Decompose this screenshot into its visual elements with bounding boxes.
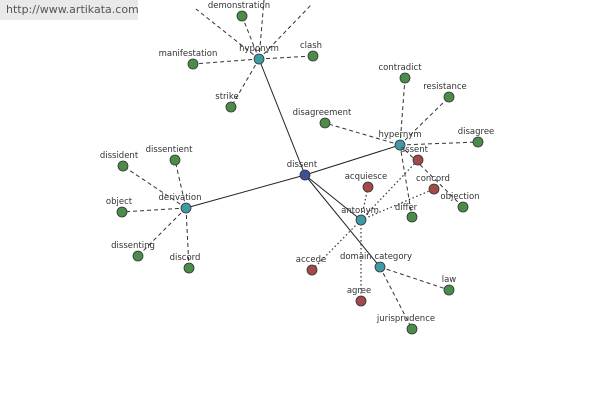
node-label-resistance[interactable]: resistance bbox=[423, 82, 467, 92]
edge-hyponym-demonstration bbox=[241, 15, 260, 60]
node-label-concord[interactable]: concord bbox=[416, 174, 450, 184]
node-object[interactable] bbox=[116, 206, 128, 218]
node-label-dissenting[interactable]: dissenting bbox=[111, 241, 155, 251]
edge-derivation-object bbox=[121, 207, 187, 213]
node-label-accede[interactable]: accede bbox=[296, 255, 326, 265]
node-label-agree[interactable]: agree bbox=[347, 286, 371, 296]
edge-domain-category-jurisprudence bbox=[379, 266, 413, 330]
edge-hyponym-top-right-stub bbox=[258, 4, 312, 60]
node-jurisprudence[interactable] bbox=[406, 323, 418, 335]
node-label-dissent[interactable]: dissent bbox=[287, 160, 318, 170]
node-discord[interactable] bbox=[183, 262, 195, 274]
node-label-hyponym[interactable]: hyponym bbox=[239, 44, 279, 54]
edge-dissent-antonym bbox=[304, 174, 362, 221]
edge-dissent-hypernym bbox=[304, 144, 401, 176]
edge-antonym-concord bbox=[360, 188, 435, 221]
node-clash[interactable] bbox=[307, 50, 319, 62]
node-label-derivation[interactable]: derivation bbox=[158, 193, 201, 203]
edge-derivation-dissenting bbox=[137, 207, 187, 257]
edge-hypernym-objection bbox=[399, 144, 464, 208]
node-label-object[interactable]: object bbox=[106, 197, 133, 207]
edge-derivation-dissentient bbox=[174, 159, 187, 209]
edge-hypernym-disagreement bbox=[324, 122, 401, 146]
edge-dissent-derivation bbox=[185, 174, 306, 209]
node-label-contradict[interactable]: contradict bbox=[378, 63, 422, 73]
edge-hypernym-resistance bbox=[399, 96, 450, 146]
node-label-disagreement[interactable]: disagreement bbox=[293, 108, 352, 118]
edge-derivation-dissident bbox=[122, 165, 187, 209]
node-domain-category[interactable] bbox=[374, 261, 386, 273]
edge-hyponym-clash bbox=[258, 55, 314, 60]
edge-antonym-assent bbox=[360, 159, 419, 221]
node-label-dissident[interactable]: dissident bbox=[100, 151, 139, 161]
node-assent[interactable] bbox=[412, 154, 424, 166]
edge-hypernym-disagree bbox=[399, 141, 479, 146]
node-acquiesce[interactable] bbox=[362, 181, 374, 193]
node-label-manifestation[interactable]: manifestation bbox=[159, 49, 218, 59]
node-label-hypernym[interactable]: hypernym bbox=[378, 130, 421, 140]
node-resistance[interactable] bbox=[443, 91, 455, 103]
edge-dissent-hyponym bbox=[258, 58, 306, 176]
node-dissentient[interactable] bbox=[169, 154, 181, 166]
node-contradict[interactable] bbox=[399, 72, 411, 84]
edge-hyponym-top-mid-stub bbox=[258, 0, 265, 60]
node-law[interactable] bbox=[443, 284, 455, 296]
node-dissenting[interactable] bbox=[132, 250, 144, 262]
node-label-discord[interactable]: discord bbox=[170, 253, 201, 263]
node-differ[interactable] bbox=[406, 211, 418, 223]
node-agree[interactable] bbox=[355, 295, 367, 307]
node-strike[interactable] bbox=[225, 101, 237, 113]
watermark-url: http://www.artikata.com bbox=[0, 0, 139, 20]
node-label-law[interactable]: law bbox=[442, 275, 457, 285]
node-demonstration[interactable] bbox=[236, 10, 248, 22]
edge-derivation-discord bbox=[185, 207, 190, 269]
edge-antonym-acquiesce bbox=[360, 186, 369, 221]
edge-hyponym-strike bbox=[230, 58, 260, 108]
edge-domain-category-law bbox=[379, 266, 450, 291]
edge-hypernym-differ bbox=[399, 144, 413, 218]
node-label-domain-category[interactable]: domain category bbox=[340, 252, 412, 262]
node-label-objection[interactable]: objection bbox=[440, 192, 479, 202]
node-derivation[interactable] bbox=[180, 202, 192, 214]
node-dissident[interactable] bbox=[117, 160, 129, 172]
node-label-disagree[interactable]: disagree bbox=[458, 127, 495, 137]
nodes-layer bbox=[116, 10, 484, 335]
node-objection[interactable] bbox=[457, 201, 469, 213]
node-label-acquiesce[interactable]: acquiesce bbox=[345, 172, 388, 182]
node-disagreement[interactable] bbox=[319, 117, 331, 129]
labels-layer: dissent hyponym hypernym derivation antonym d… bbox=[100, 1, 494, 324]
node-label-strike[interactable]: strike bbox=[215, 92, 238, 102]
node-antonym[interactable] bbox=[355, 214, 367, 226]
node-label-clash[interactable]: clash bbox=[300, 41, 322, 51]
edge-hyponym-manifestation bbox=[192, 58, 260, 65]
node-manifestation[interactable] bbox=[187, 58, 199, 70]
node-label-dissentient[interactable]: dissentient bbox=[146, 145, 194, 155]
node-accede[interactable] bbox=[306, 264, 318, 276]
node-label-demonstration[interactable]: demonstration bbox=[208, 1, 270, 11]
node-label-antonym[interactable]: antonym bbox=[341, 206, 379, 216]
node-dissent[interactable] bbox=[299, 169, 311, 181]
node-label-differ[interactable]: differ bbox=[395, 203, 418, 213]
node-hypernym[interactable] bbox=[394, 139, 406, 151]
node-disagree[interactable] bbox=[472, 136, 484, 148]
node-hyponym[interactable] bbox=[253, 53, 265, 65]
node-label-jurisprudence[interactable]: jurisprudence bbox=[376, 314, 435, 324]
edges-layer bbox=[121, 0, 479, 330]
node-concord[interactable] bbox=[428, 183, 440, 195]
node-label-assent[interactable]: assent bbox=[400, 145, 429, 155]
edge-dissent-domain-category bbox=[304, 174, 381, 268]
